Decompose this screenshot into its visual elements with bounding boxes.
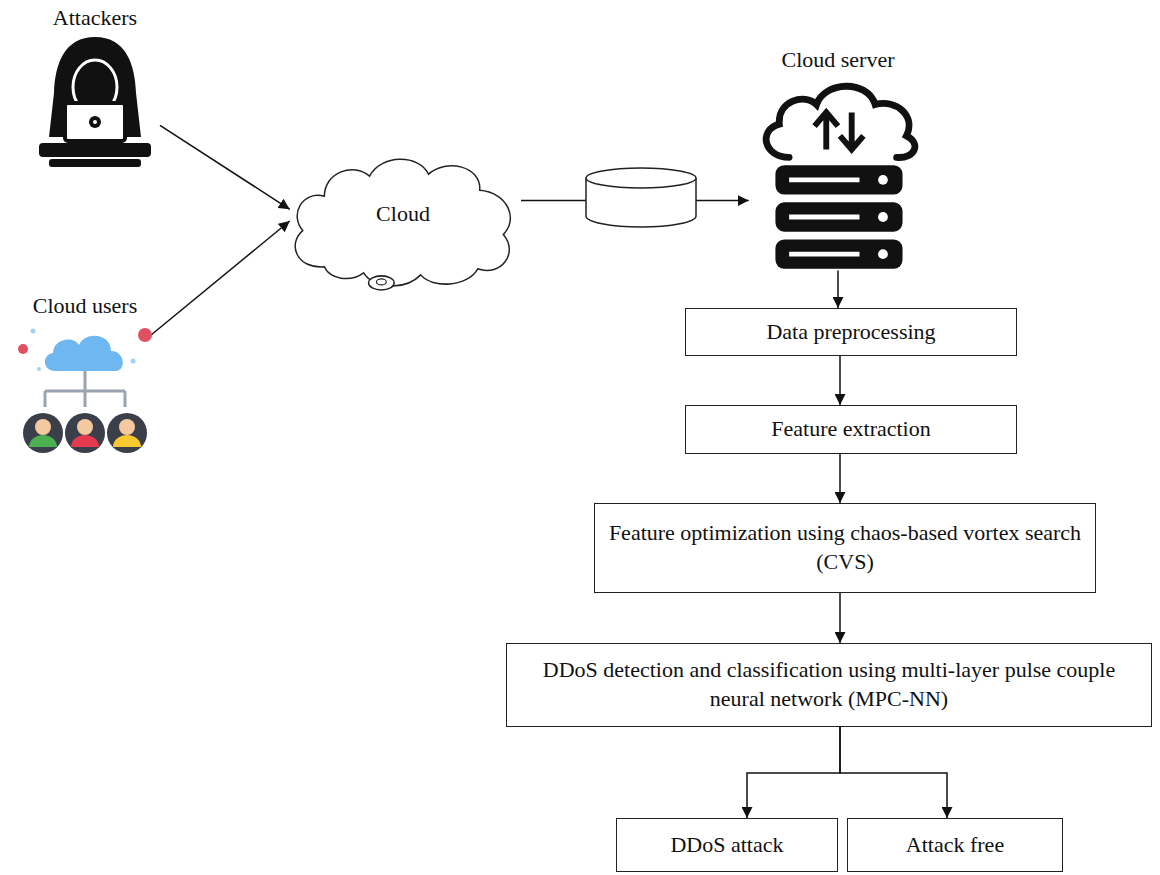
process-box: Data preprocessing: [685, 308, 1017, 356]
flow-arrow: [148, 221, 290, 338]
attacker-icon: [35, 33, 155, 173]
flow-arrow: [839, 356, 841, 405]
node-label: Cloud server: [781, 46, 894, 75]
server-icon: Cloud server: [745, 46, 931, 271]
node-label: Attackers: [53, 4, 137, 33]
server-icon: [750, 75, 926, 271]
users-icon: [15, 321, 155, 461]
process-box: Feature extraction: [685, 405, 1017, 454]
node-label: Cloud: [376, 200, 430, 243]
flow-arrow: [747, 727, 840, 818]
flow-arrow: [839, 454, 841, 503]
box-label: Attack free: [906, 831, 1004, 860]
output-box: DDoS attack: [616, 818, 838, 872]
database-cylinder: [583, 166, 699, 230]
users-icon: Cloud users: [10, 292, 160, 461]
output-box: Attack free: [847, 818, 1063, 872]
cloud-shape: Cloud: [285, 148, 521, 294]
box-label: Data preprocessing: [766, 318, 935, 347]
flow-arrow: [837, 271, 839, 308]
node-label: Cloud users: [33, 292, 138, 321]
flow-arrow: [839, 593, 841, 643]
box-label: DDoS detection and classification using …: [519, 656, 1139, 713]
box-label: Feature extraction: [771, 415, 930, 444]
process-box: DDoS detection and classification using …: [506, 643, 1152, 727]
attacker-icon: Attackers: [30, 4, 160, 173]
process-box: Feature optimization using chaos-based v…: [594, 503, 1096, 593]
box-label: Feature optimization using chaos-based v…: [607, 519, 1083, 576]
box-label: DDoS attack: [670, 831, 783, 860]
flow-arrow: [840, 727, 947, 818]
flow-arrow: [160, 125, 290, 209]
